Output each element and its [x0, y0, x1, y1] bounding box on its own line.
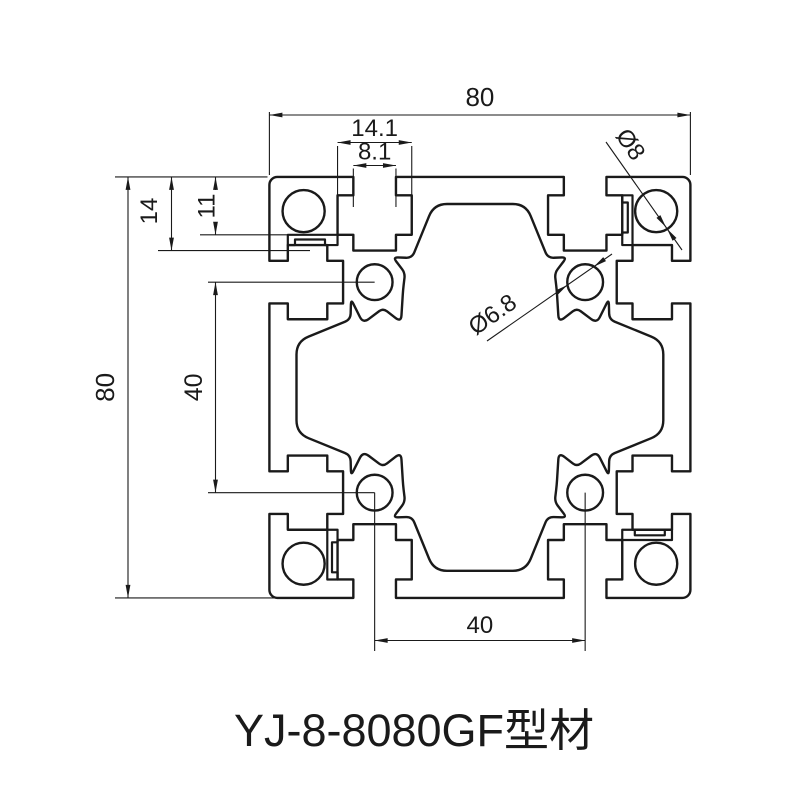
corner-channels: [286, 194, 674, 581]
core-hole-circle: [566, 263, 605, 302]
extension-lines: [115, 112, 691, 651]
corner-relief-channel: [286, 233, 339, 247]
dim-label-core_hole: Ø6.8: [464, 289, 522, 341]
dimension-arrow: [677, 112, 691, 118]
dimension-arrow: [125, 584, 131, 598]
central-core-cavity: [295, 202, 665, 572]
central-cavity: [295, 202, 665, 572]
dim-label-corner_hole: Ø8: [610, 124, 650, 166]
leader-line-core_hole: [486, 253, 613, 342]
dimension-arrow: [572, 638, 586, 643]
dimension-lines: [125, 112, 691, 643]
dimension-arrow: [656, 215, 666, 228]
dimension-arrow: [269, 112, 283, 118]
dimension-arrow: [125, 176, 131, 190]
dimension-arrow: [213, 479, 218, 493]
dimension-arrow: [169, 176, 174, 190]
dim-label-slot_cavity_width: 14.1: [351, 115, 398, 142]
dimension-arrow: [593, 257, 606, 267]
dim-label-width_top: 80: [465, 82, 494, 112]
dim-label-slot_opening_width: 8.1: [358, 139, 391, 166]
dim-label-hole_pitch_bottom: 40: [467, 612, 494, 639]
corner-hole-circle: [633, 541, 679, 586]
profile-outline: [268, 175, 692, 600]
extrusion-outer-boundary: [268, 175, 692, 600]
dimension-arrow: [169, 237, 174, 251]
corner-relief-channel: [326, 528, 339, 581]
dim-label-slot_depth_total: 14: [136, 198, 163, 225]
drawing-title: YJ-8-8080GF型材: [233, 705, 595, 756]
dimension-arrow: [213, 282, 218, 296]
hole-circles: [281, 188, 679, 586]
dim-label-height_left: 80: [90, 373, 120, 402]
corner-hole-circle: [281, 541, 326, 586]
dimension-arrow: [213, 176, 218, 190]
corner-hole-circle: [633, 188, 679, 234]
corner-relief-channel: [621, 528, 674, 542]
corner-hole-circle: [281, 188, 326, 234]
dimension-arrow: [398, 140, 412, 145]
corner-relief-channel: [621, 194, 634, 247]
dim-label-slot_depth_wide: 11: [194, 194, 221, 219]
dimension-arrow: [374, 638, 388, 643]
dimension-arrow: [555, 284, 568, 295]
dimension-arrow: [382, 163, 396, 168]
dimension-arrow: [337, 140, 351, 145]
dim-label-hole_pitch_left: 40: [180, 373, 208, 401]
dimension-arrow: [353, 163, 367, 168]
dimension-arrow: [213, 221, 218, 235]
dimension-arrow: [667, 228, 677, 241]
